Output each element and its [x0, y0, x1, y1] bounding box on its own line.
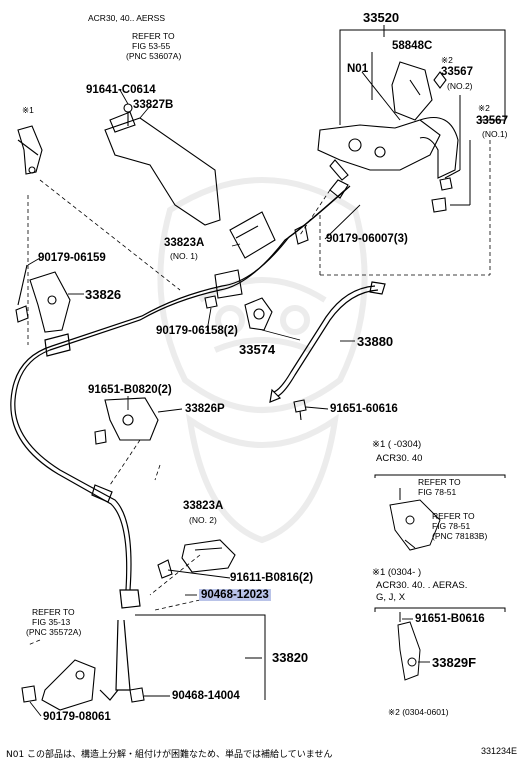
refer-note-53-line2: FIG 53-55 — [132, 41, 171, 51]
leader-33520 — [339, 25, 506, 206]
footer-note-n01: N01 この部品は、構造上分解・組付けが困難なため、単品では補給していません — [6, 750, 333, 760]
part-33823a-no1-note: (NO. 1) — [170, 251, 198, 261]
part-90468-14004[interactable]: 90468-14004 — [172, 690, 240, 702]
part-33826p[interactable]: 33826P — [185, 403, 225, 415]
bracket-33826p-shape — [94, 397, 159, 445]
clip-33574-shape — [244, 297, 273, 331]
mark-2-no1: ※2 — [478, 103, 490, 113]
refer-note-53-line1: REFER TO — [132, 31, 175, 41]
part-33567-no2[interactable]: 33567 — [441, 66, 473, 78]
mark-2-no2: ※2 — [441, 55, 453, 65]
leader-33820 — [135, 614, 266, 700]
refer-78b-line3: (PNC 78183B) — [432, 531, 488, 541]
refer-note-53-line3: (PNC 53607A) — [126, 51, 182, 61]
bracket-33826-shape — [15, 264, 71, 333]
variant-2-date-range: ※1 (0304- ) — [372, 567, 422, 578]
retainer-33823a-1-shape — [229, 211, 276, 259]
part-90468-12023-highlighted[interactable]: 90468-12023 — [199, 589, 271, 601]
part-33880[interactable]: 33880 — [357, 334, 394, 349]
part-91651-b0616[interactable]: 91651-B0616 — [415, 613, 485, 625]
part-91611-b0816[interactable]: 91611-B0816(2) — [230, 572, 314, 584]
variant-1-models: ACR30. 40 — [376, 453, 423, 464]
refer-78a-line1: REFER TO — [418, 477, 461, 487]
part-33567-no2-note: (NO.2) — [447, 81, 473, 91]
bolt-91651-60616-shape — [293, 399, 307, 421]
part-n01[interactable]: N01 — [347, 63, 369, 75]
variant-2-models: ACR30. 40. . AERAS. — [376, 580, 468, 591]
mark-2-range-note: ※2 (0304-0601) — [388, 707, 449, 717]
part-91641-c0614[interactable]: 91641-C0614 — [86, 84, 156, 96]
mark-1-left: ※1 — [22, 105, 34, 115]
retainer-33823a-2-shape — [157, 539, 236, 579]
variant-1-date-range: ※1 ( -0304) — [372, 439, 422, 450]
part-33829f[interactable]: 33829F — [432, 655, 477, 670]
part-33520[interactable]: 33520 — [363, 10, 400, 25]
part-90179-06159[interactable]: 90179-06159 — [38, 252, 106, 264]
part-33823a-no2[interactable]: 33823A — [183, 500, 224, 512]
upper-cable-joint — [214, 179, 349, 299]
part-33826[interactable]: 33826 — [85, 287, 122, 302]
refer-78a-line2: FIG 78-51 — [418, 487, 457, 497]
model-note-top: ACR30, 40.. AERSS — [88, 13, 166, 23]
part-91651-b0820[interactable]: 91651-B0820(2) — [88, 384, 172, 396]
refer-35-line1: REFER TO — [32, 607, 75, 617]
part-33820[interactable]: 33820 — [272, 650, 309, 665]
part-33823a-no2-note: (NO. 2) — [189, 515, 217, 525]
part-33567-no1[interactable]: 33567 — [476, 115, 508, 127]
refer-35-line2: FIG 35-13 — [32, 617, 71, 627]
clip-90468-14004-shape — [129, 687, 145, 703]
part-33567-no1-note: (NO.1) — [482, 129, 508, 139]
watermark-emblem — [157, 177, 368, 544]
control-cable-shape — [10, 185, 351, 701]
part-33823a-no1[interactable]: 33823A — [164, 237, 205, 249]
part-90179-06158[interactable]: 90179-06158(2) — [156, 325, 238, 337]
part-58848c[interactable]: 58848C — [392, 40, 433, 52]
variant-box-2 — [374, 607, 506, 681]
part-33574[interactable]: 33574 — [239, 342, 276, 357]
refer-78b-line1: REFER TO — [432, 511, 475, 521]
variant-2-grades: G, J, X — [376, 592, 406, 603]
nut-90179-06158-shape — [204, 295, 218, 309]
part-90179-08061[interactable]: 90179-08061 — [43, 711, 111, 723]
part-90179-06007[interactable]: 90179-06007(3) — [326, 233, 408, 245]
part-91651-60616[interactable]: 91651-60616 — [330, 403, 398, 415]
bracket-left-top-shape — [17, 125, 43, 175]
part-33827b[interactable]: 33827B — [133, 99, 174, 111]
bracket-35-13-shape — [21, 659, 96, 711]
figure-code: 331234E — [480, 746, 517, 756]
refer-35-line3: (PNC 35572A) — [26, 627, 82, 637]
lever-assembly-shape — [317, 61, 459, 213]
variant-box-1 — [374, 474, 506, 551]
rod-33880-shape — [269, 281, 386, 403]
dashed-guides — [27, 140, 491, 646]
refer-78b-line2: FIG 78-51 — [432, 521, 471, 531]
